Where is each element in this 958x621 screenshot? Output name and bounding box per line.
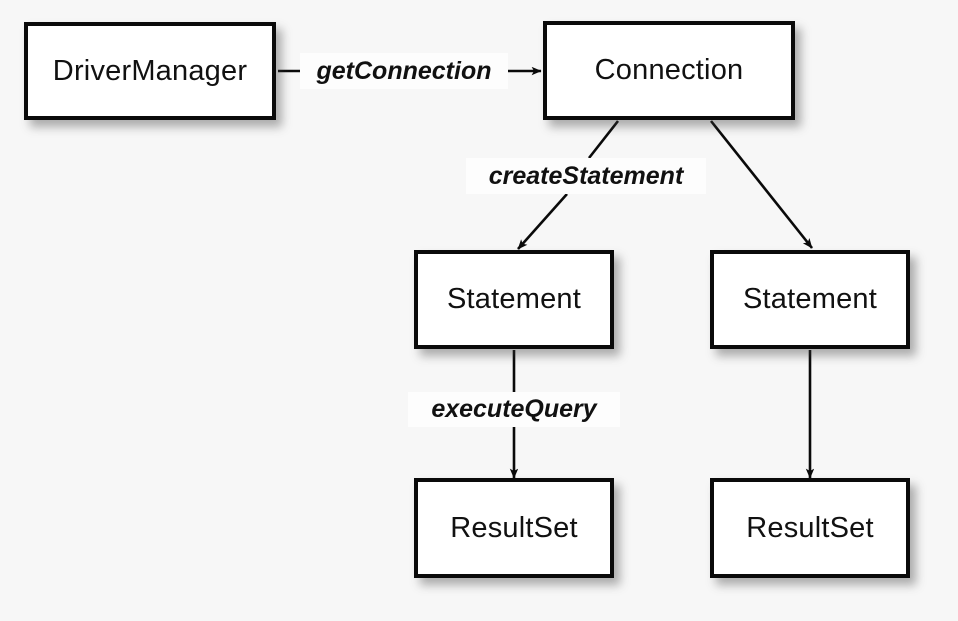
edge-create-statement-upper: [587, 120, 620, 159]
node-label-statement-left: Statement: [447, 283, 581, 315]
edge-label-execute-query: executeQuery: [408, 392, 620, 427]
edge-label-get-connection: getConnection: [300, 53, 508, 89]
node-label-resultset-right: ResultSet: [746, 511, 874, 544]
node-driver-manager[interactable]: DriverManager: [24, 22, 276, 120]
edge-create-statement-lower: [517, 193, 568, 250]
edge-label-create-statement: createStatement: [466, 158, 706, 194]
node-connection[interactable]: Connection: [543, 21, 795, 120]
node-statement-right[interactable]: Statement: [710, 250, 910, 349]
node-label-driver-manager: DriverManager: [52, 54, 248, 87]
node-statement-left[interactable]: Statement: [414, 250, 614, 349]
node-resultset-left[interactable]: ResultSet: [414, 478, 614, 578]
node-label-statement-right: Statement: [743, 283, 877, 315]
node-label-resultset-left: ResultSet: [450, 511, 578, 544]
node-resultset-right[interactable]: ResultSet: [710, 478, 910, 578]
edge-create-statement-2-line: [709, 120, 814, 249]
node-label-connection: Connection: [594, 54, 744, 86]
